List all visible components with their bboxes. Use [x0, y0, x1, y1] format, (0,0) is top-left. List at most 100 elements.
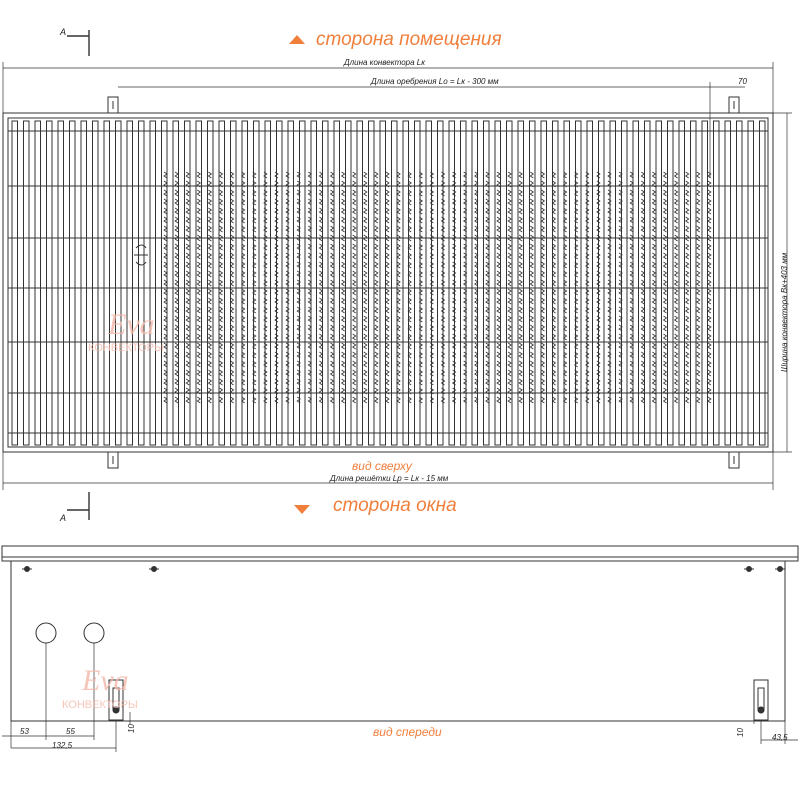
fin-segment [185, 225, 190, 233]
section-mark-bottom [67, 492, 90, 520]
dim-10-left: 10 [127, 724, 136, 733]
fin-segment [274, 216, 279, 224]
fin-segment [629, 351, 634, 359]
fin-segment [440, 324, 446, 332]
fin-segment [263, 216, 268, 224]
fin-segment [296, 198, 301, 206]
fin-segment [640, 360, 646, 368]
fin-segment [252, 252, 257, 260]
fin-segment [518, 189, 523, 197]
fin-segment [496, 216, 501, 224]
fin-segment [451, 306, 457, 314]
fin-segment [307, 180, 313, 188]
fin-segment [618, 216, 623, 224]
fin-segment [163, 324, 168, 332]
fin-segment [618, 198, 623, 206]
fin-segment [285, 288, 290, 296]
fin-segment [407, 342, 412, 350]
fin-segment [229, 243, 235, 251]
fin-segment [707, 315, 712, 323]
fin-segment [340, 351, 346, 359]
fin-segment [651, 270, 657, 278]
fin-segment [651, 288, 657, 296]
fin-segment [684, 189, 690, 197]
fin-segment [684, 171, 690, 179]
fin-segment [363, 297, 368, 305]
grille-slat [529, 120, 536, 446]
fin-segment [329, 315, 335, 323]
fin-segment [707, 279, 712, 287]
fin-segment [218, 306, 224, 314]
fin-segment [285, 198, 290, 206]
fin-segment [385, 270, 390, 278]
fin-segment [374, 342, 379, 350]
fin-segment [462, 342, 468, 350]
fin-segment [651, 378, 657, 386]
fin-segment [562, 288, 568, 296]
fin-segment [407, 243, 412, 251]
fin-segment [229, 234, 235, 242]
fin-segment [507, 270, 512, 278]
fin-segment [174, 288, 179, 296]
fin-segment [363, 315, 368, 323]
fin-segment [596, 279, 601, 287]
fin-segment [274, 198, 279, 206]
fin-segment [407, 225, 412, 233]
fin-segment [240, 333, 246, 341]
fin-segment [418, 189, 424, 197]
fin-segment [374, 378, 379, 386]
fin-segment [684, 243, 690, 251]
fin-segment [340, 279, 346, 287]
fin-segment [451, 189, 457, 197]
fin-segment [163, 225, 168, 233]
fin-segment [462, 225, 468, 233]
fin-segment [618, 261, 623, 269]
grille-slat [218, 120, 225, 446]
fin-segment [618, 378, 623, 386]
fin-segment [596, 189, 601, 197]
fin-segment [274, 189, 279, 197]
fin-segment [640, 279, 646, 287]
fin-segment [562, 252, 568, 260]
fin-segment [307, 333, 313, 341]
fin-segment [651, 306, 657, 314]
fin-segment [573, 198, 579, 206]
fin-segment [418, 360, 424, 368]
fin-segment [596, 198, 601, 206]
fin-segment [696, 369, 701, 377]
fin-segment [318, 369, 324, 377]
fin-segment [662, 288, 668, 296]
fin-segment [385, 387, 390, 395]
fin-segment [485, 279, 490, 287]
fin-segment [163, 378, 168, 386]
fin-segment [240, 396, 246, 404]
fin-segment [374, 198, 379, 206]
fin-segment [596, 396, 601, 404]
fin-segment [707, 198, 712, 206]
fin-segment [562, 171, 568, 179]
fin-segment [340, 378, 346, 386]
fin-segment [451, 252, 457, 260]
fin-segment [662, 207, 668, 215]
fin-segment [174, 279, 179, 287]
fin-segment [429, 351, 435, 359]
fin-segment [640, 225, 646, 233]
grille-slat [540, 120, 547, 446]
fin-segment [207, 351, 213, 359]
fin-segment [240, 171, 246, 179]
fin-segment [185, 297, 190, 305]
fin-segment [607, 252, 612, 260]
fin-segment [218, 207, 224, 215]
fin-segment [596, 306, 601, 314]
fin-segment [607, 297, 612, 305]
fin-segment [163, 306, 168, 314]
fin-segment [374, 171, 379, 179]
fin-segment [651, 252, 657, 260]
fin-segment [329, 351, 335, 359]
fin-segment [285, 315, 290, 323]
fin-segment [462, 288, 468, 296]
front-view-label: вид спереди [373, 725, 442, 739]
fin-segment [285, 207, 290, 215]
fin-segment [196, 189, 202, 197]
fin-segment [351, 189, 357, 197]
